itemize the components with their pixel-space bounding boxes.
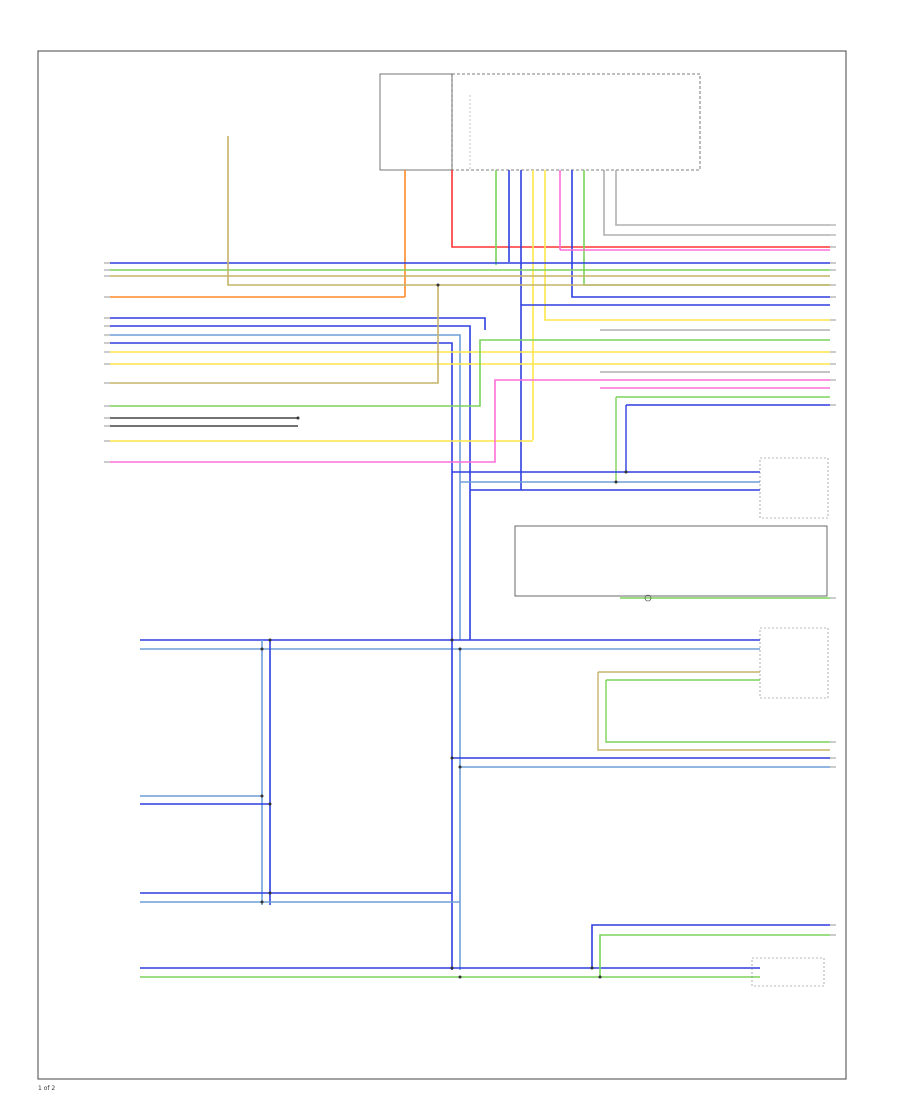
gateway-module-right <box>452 627 830 768</box>
left-connector-pins <box>104 262 110 463</box>
right-connector-pins <box>830 224 836 936</box>
splice-points <box>260 283 628 979</box>
top-vertical-wires <box>404 170 830 490</box>
can-trunk-center <box>140 639 760 970</box>
can-to-steering <box>452 471 760 491</box>
bottom-right-module <box>591 924 830 987</box>
page-number: 1 of 2 <box>38 1085 56 1092</box>
left-bus-wires <box>110 136 830 640</box>
steering-module-box <box>514 457 830 602</box>
right-stubs <box>521 249 830 482</box>
fuse-relay-box <box>379 73 701 171</box>
left-module-stubs <box>140 795 760 978</box>
page-border <box>37 50 847 1080</box>
